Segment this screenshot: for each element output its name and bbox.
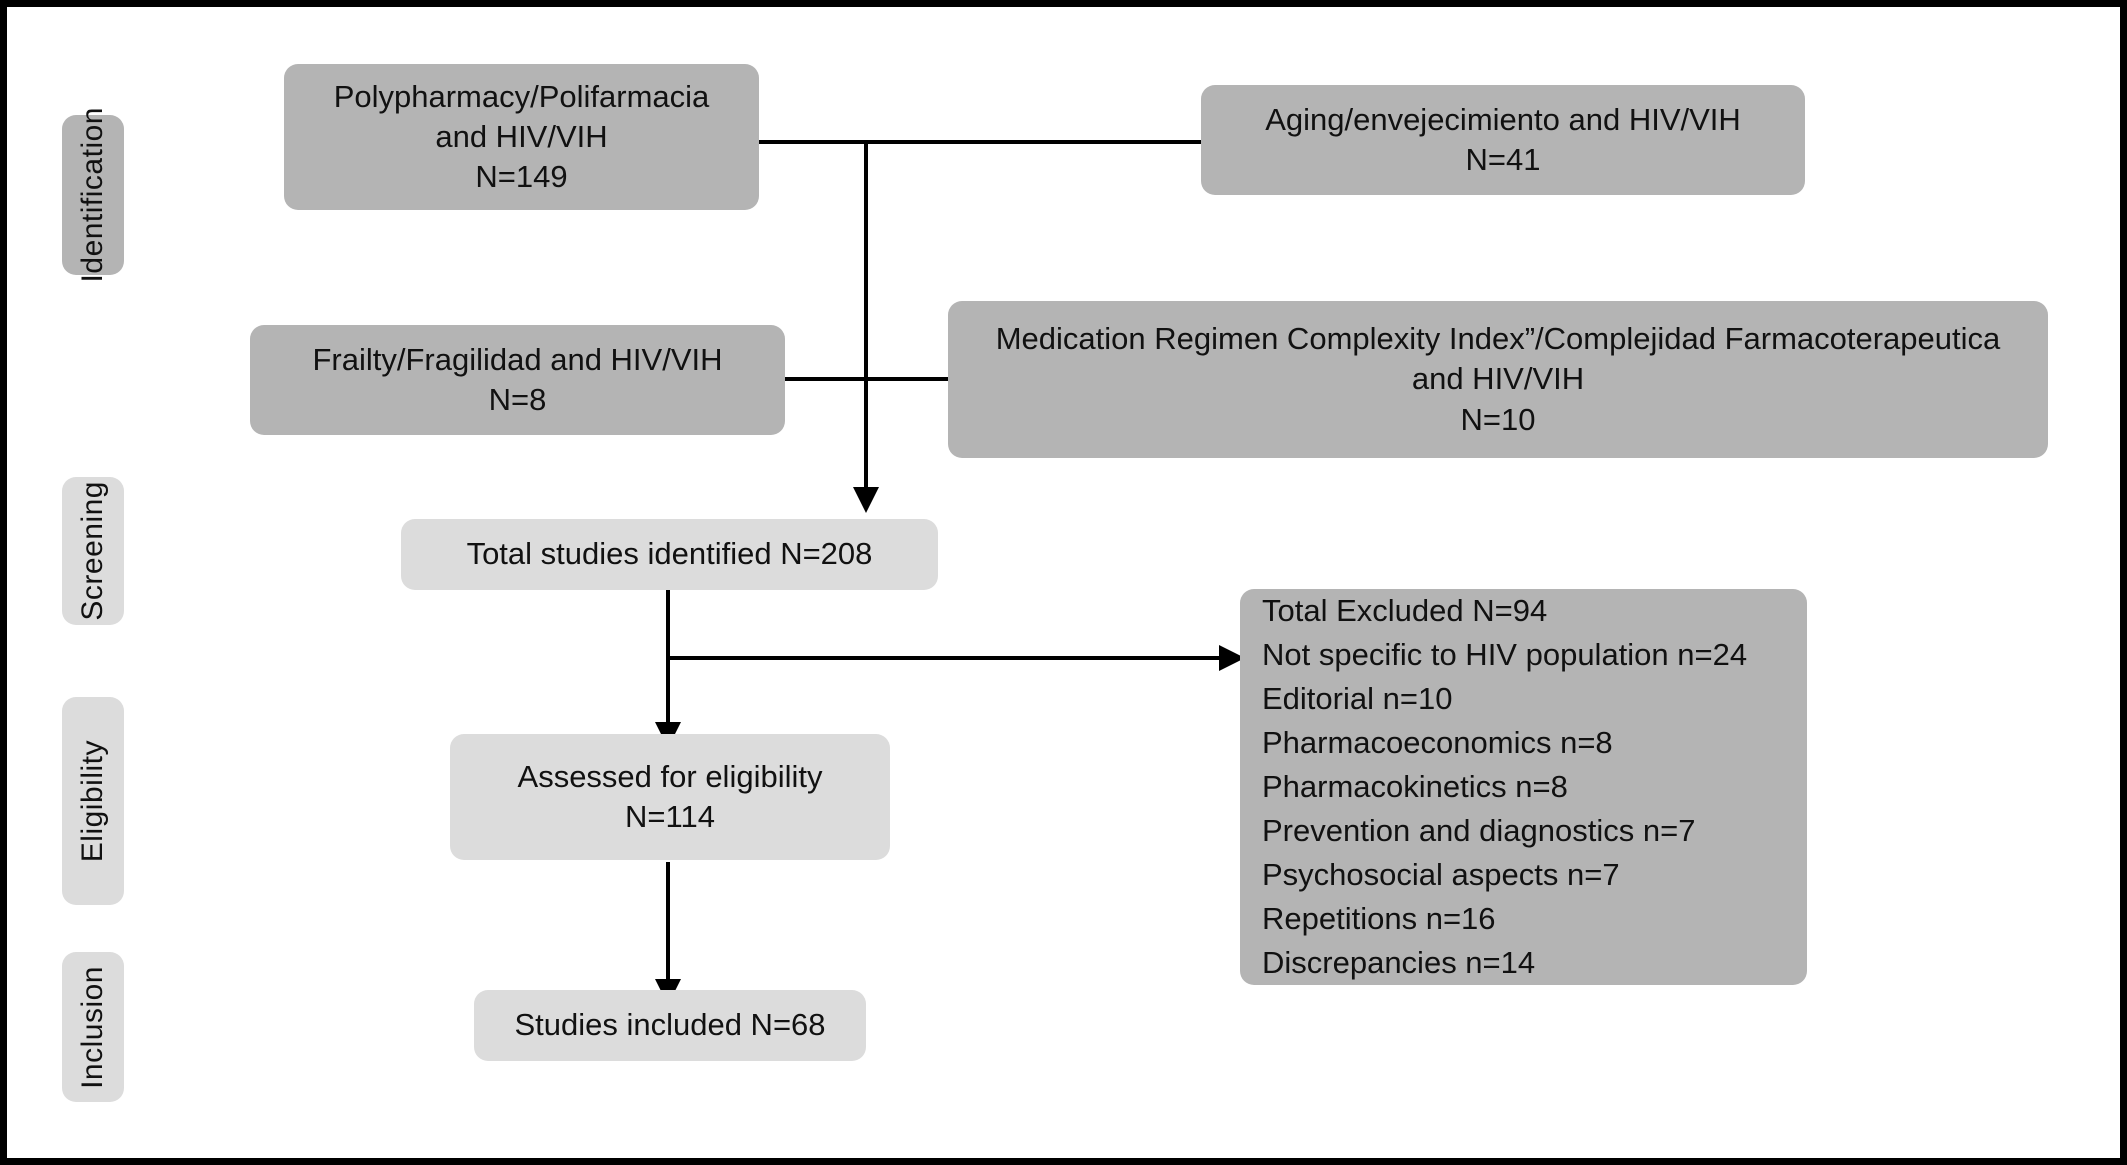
box-assessed-line-2: N=114: [625, 799, 715, 834]
box-medication-regimen-complexity-index[interactable]: Medication Regimen Complexity Index”/Com…: [948, 301, 2048, 458]
box-total-studies-identified[interactable]: Total studies identified N=208: [401, 519, 938, 590]
box-total-excluded[interactable]: Total Excluded N=94 Not specific to HIV …: [1240, 589, 1807, 985]
box-assessed-for-eligibility[interactable]: Assessed for eligibility N=114: [450, 734, 890, 860]
connector-assessed-to-included: [666, 862, 670, 987]
stage-label-eligibility: Eligibility: [62, 697, 124, 905]
box-polypharmacy-line-3: N=149: [475, 159, 568, 195]
box-excluded-line-6: Prevention and diagnostics n=7: [1262, 813, 1696, 849]
box-excluded-line-2: Not specific to HIV population n=24: [1262, 636, 1748, 672]
box-mrci-line-3: N=10: [1460, 401, 1536, 437]
stage-label-eligibility-text: Eligibility: [76, 739, 109, 863]
stage-label-inclusion-text: Inclusion: [76, 965, 109, 1089]
stage-label-screening-text: Screening: [76, 481, 109, 621]
stage-label-inclusion: Inclusion: [62, 952, 124, 1102]
connector-identified-to-assessed: [666, 590, 670, 730]
box-mrci-line-1: Medication Regimen Complexity Index”/Com…: [995, 321, 2001, 357]
connector-trunk-vertical: [864, 140, 868, 495]
box-excluded-line-8: Repetitions n=16: [1262, 901, 1496, 937]
box-polypharmacy-line-2: and HIV/VIH: [435, 118, 608, 154]
box-aging-line-1: Aging/envejecimiento and HIV/VIH: [1265, 101, 1741, 137]
box-aging[interactable]: Aging/envejecimiento and HIV/VIH N=41: [1201, 85, 1805, 195]
box-aging-line-2: N=41: [1465, 142, 1541, 177]
stage-label-identification-text: Identification: [76, 107, 109, 283]
box-excluded-line-3: Editorial n=10: [1262, 680, 1453, 716]
box-excluded-line-1: Total Excluded N=94: [1262, 592, 1548, 628]
box-assessed-line-1: Assessed for eligibility: [517, 758, 823, 794]
box-total-identified-line-1: Total studies identified N=208: [466, 536, 873, 572]
box-included-line-1: Studies included N=68: [514, 1007, 826, 1043]
box-excluded-line-7: Psychosocial aspects n=7: [1262, 857, 1620, 893]
box-polypharmacy[interactable]: Polypharmacy/Polifarmacia and HIV/VIH N=…: [284, 64, 759, 210]
box-frailty[interactable]: Frailty/Fragilidad and HIV/VIH N=8: [250, 325, 785, 435]
box-polypharmacy-line-1: Polypharmacy/Polifarmacia: [333, 78, 710, 114]
stage-label-screening: Screening: [62, 477, 124, 625]
arrowhead-to-total-identified: [853, 487, 879, 513]
box-excluded-line-9: Discrepancies n=14: [1262, 945, 1536, 981]
stage-label-identification: Identification: [62, 107, 124, 283]
connector-polypharmacy-aging: [759, 140, 1209, 144]
box-excluded-line-4: Pharmacoeconomics n=8: [1262, 724, 1613, 760]
box-excluded-line-5: Pharmacokinetics n=8: [1262, 769, 1568, 804]
box-frailty-line-1: Frailty/Fragilidad and HIV/VIH: [312, 341, 723, 377]
box-mrci-line-2: and HIV/VIH: [1411, 361, 1585, 397]
box-frailty-line-2: N=8: [488, 382, 547, 417]
connector-to-excluded: [666, 656, 1221, 660]
box-studies-included[interactable]: Studies included N=68: [474, 990, 866, 1061]
